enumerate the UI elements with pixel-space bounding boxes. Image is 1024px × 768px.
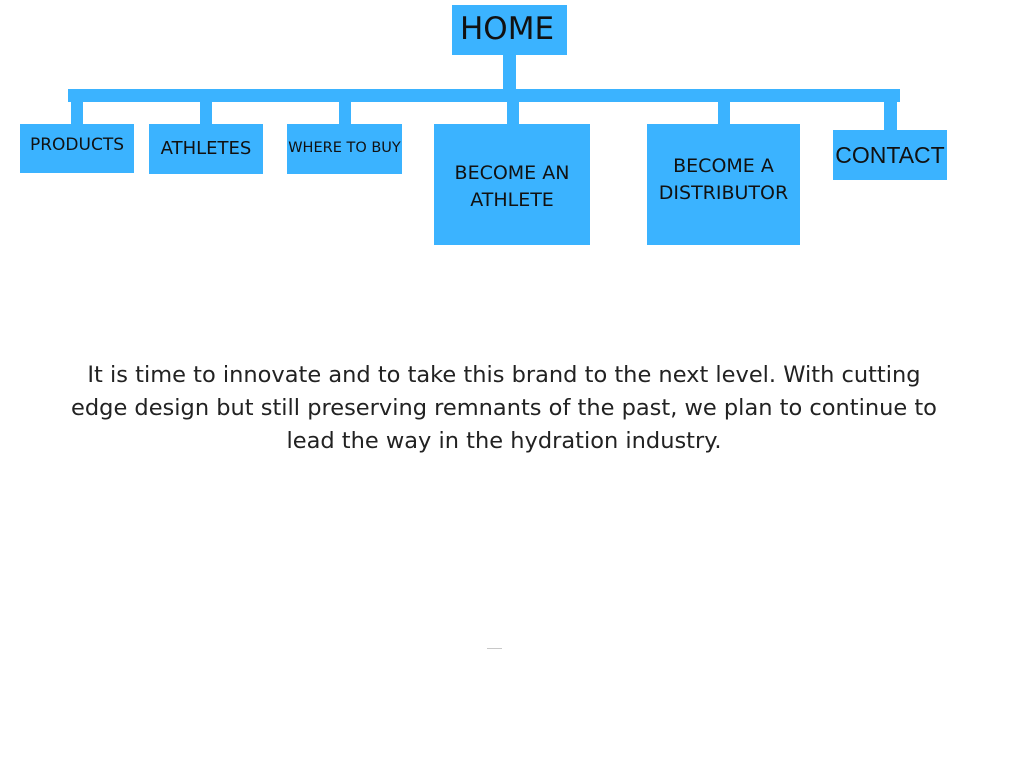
- home-stem-connector: [503, 55, 516, 89]
- become-distributor-drop-connector: [718, 102, 730, 124]
- contact-node: CONTACT: [833, 130, 947, 180]
- contact-drop-connector: [884, 102, 897, 130]
- description-text: It is time to innovate and to take this …: [71, 361, 937, 454]
- where-to-buy-drop-connector: [339, 102, 351, 124]
- where-to-buy-node: WHERE TO BUY: [287, 124, 402, 174]
- horizontal-bus-connector: [68, 89, 900, 102]
- stray-mark: [487, 648, 502, 649]
- athletes-drop-connector: [200, 102, 212, 124]
- become-a-distributor-node: BECOME A DISTRIBUTOR: [647, 124, 800, 245]
- products-node: PRODUCTS: [20, 124, 134, 173]
- become-athlete-drop-connector: [507, 102, 519, 124]
- products-drop-connector: [71, 102, 83, 124]
- become-an-athlete-node: BECOME AN ATHLETE: [434, 124, 590, 245]
- home-node: HOME: [452, 5, 567, 55]
- athletes-node: ATHLETES: [149, 124, 263, 174]
